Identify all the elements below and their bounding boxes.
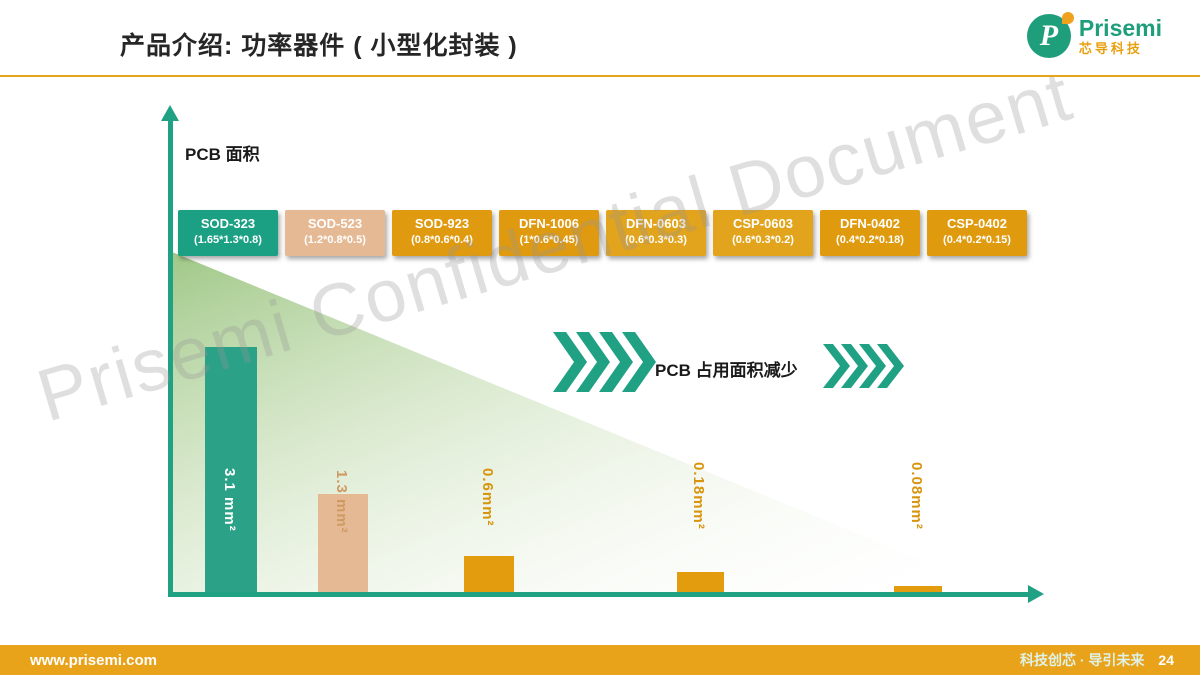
package-name: DFN-1006 [519,216,579,231]
package-dimensions: (0.4*0.2*0.15) [943,233,1011,246]
trend-triangle-shape [172,252,1002,593]
bar-value-label: 3.1 mm² [221,468,238,532]
package-name: CSP-0402 [947,216,1007,231]
bar-sod-523 [318,494,368,592]
package-name: DFN-0603 [626,216,686,231]
package-name: SOD-323 [200,216,256,231]
chevron-right-icon [553,332,656,392]
bar-value-label: 1.3 mm² [333,470,350,534]
package-dimensions: (0.8*0.6*0.4) [411,233,473,246]
package-dimensions: (1*0.6*0.45) [519,233,579,246]
annotation-pcb-area-reduction: PCB 占用面积减少 [655,361,798,380]
logo-letter: P [1039,19,1059,52]
package-box-sod-923: SOD-923 (0.8*0.6*0.4) [392,210,492,256]
package-name: DFN-0402 [840,216,900,231]
bar-value-label: 0.18mm² [690,462,707,530]
slide-header: 产品介绍: 功率器件 ( 小型化封装 ) P Prisemi 芯导科技 [0,0,1200,77]
package-name: SOD-923 [414,216,470,231]
logo-text: Prisemi 芯导科技 [1079,15,1162,56]
logo-brand: Prisemi [1078,15,1162,42]
package-dimensions: (1.2*0.8*0.5) [304,233,366,246]
package-box-dfn-0603: DFN-0603 (0.6*0.3*0.3) [606,210,706,256]
company-logo: P Prisemi 芯导科技 [1026,12,1162,58]
page-number: 24 [1158,652,1174,668]
package-box-sod-323: SOD-323 (1.65*1.3*0.8) [178,210,278,256]
package-box-dfn-0402: DFN-0402 (0.4*0.2*0.18) [820,210,920,256]
package-box-dfn-1006: DFN-1006 (1*0.6*0.45) [499,210,599,256]
bar-dfn-0402 [894,586,942,592]
x-axis-arrow-icon [1028,585,1044,603]
package-label-row: SOD-323 (1.65*1.3*0.8) SOD-523 (1.2*0.8*… [178,210,1027,256]
logo-leaf-icon [1061,12,1074,24]
bar-value-label: 0.6mm² [479,468,496,527]
bar-sod-923 [464,556,514,592]
logo-p-icon: P [1026,12,1074,58]
package-dimensions: (0.6*0.3*0.2) [732,233,794,246]
bar-sod-323 [205,347,257,592]
package-box-csp-0603: CSP-0603 (0.6*0.3*0.2) [713,210,813,256]
footer-slogan: 科技创芯 · 导引未来 [1019,652,1145,668]
y-axis-label: PCB 面积 [185,145,260,164]
y-axis [168,120,173,597]
package-dimensions: (1.65*1.3*0.8) [194,233,262,246]
package-dimensions: (0.4*0.2*0.18) [836,233,904,246]
y-axis-arrow-icon [161,105,179,121]
footer-right: 科技创芯 · 导引未来 24 [1020,650,1174,670]
logo-subtitle: 芯导科技 [1078,40,1143,56]
slide-footer: www.prisemi.com 科技创芯 · 导引未来 24 [0,645,1200,675]
page-title: 产品介绍: 功率器件 ( 小型化封装 ) [120,32,518,60]
chevron-right-icon [823,344,904,388]
package-name: CSP-0603 [733,216,793,231]
footer-url: www.prisemi.com [30,651,157,669]
bar-dfn-0603 [677,572,724,592]
package-dimensions: (0.6*0.3*0.3) [625,233,687,246]
bar-value-label: 0.08mm² [908,462,925,530]
package-box-csp-0402: CSP-0402 (0.4*0.2*0.15) [927,210,1027,256]
package-name: SOD-523 [307,216,363,231]
package-box-sod-523: SOD-523 (1.2*0.8*0.5) [285,210,385,256]
x-axis [168,592,1030,597]
